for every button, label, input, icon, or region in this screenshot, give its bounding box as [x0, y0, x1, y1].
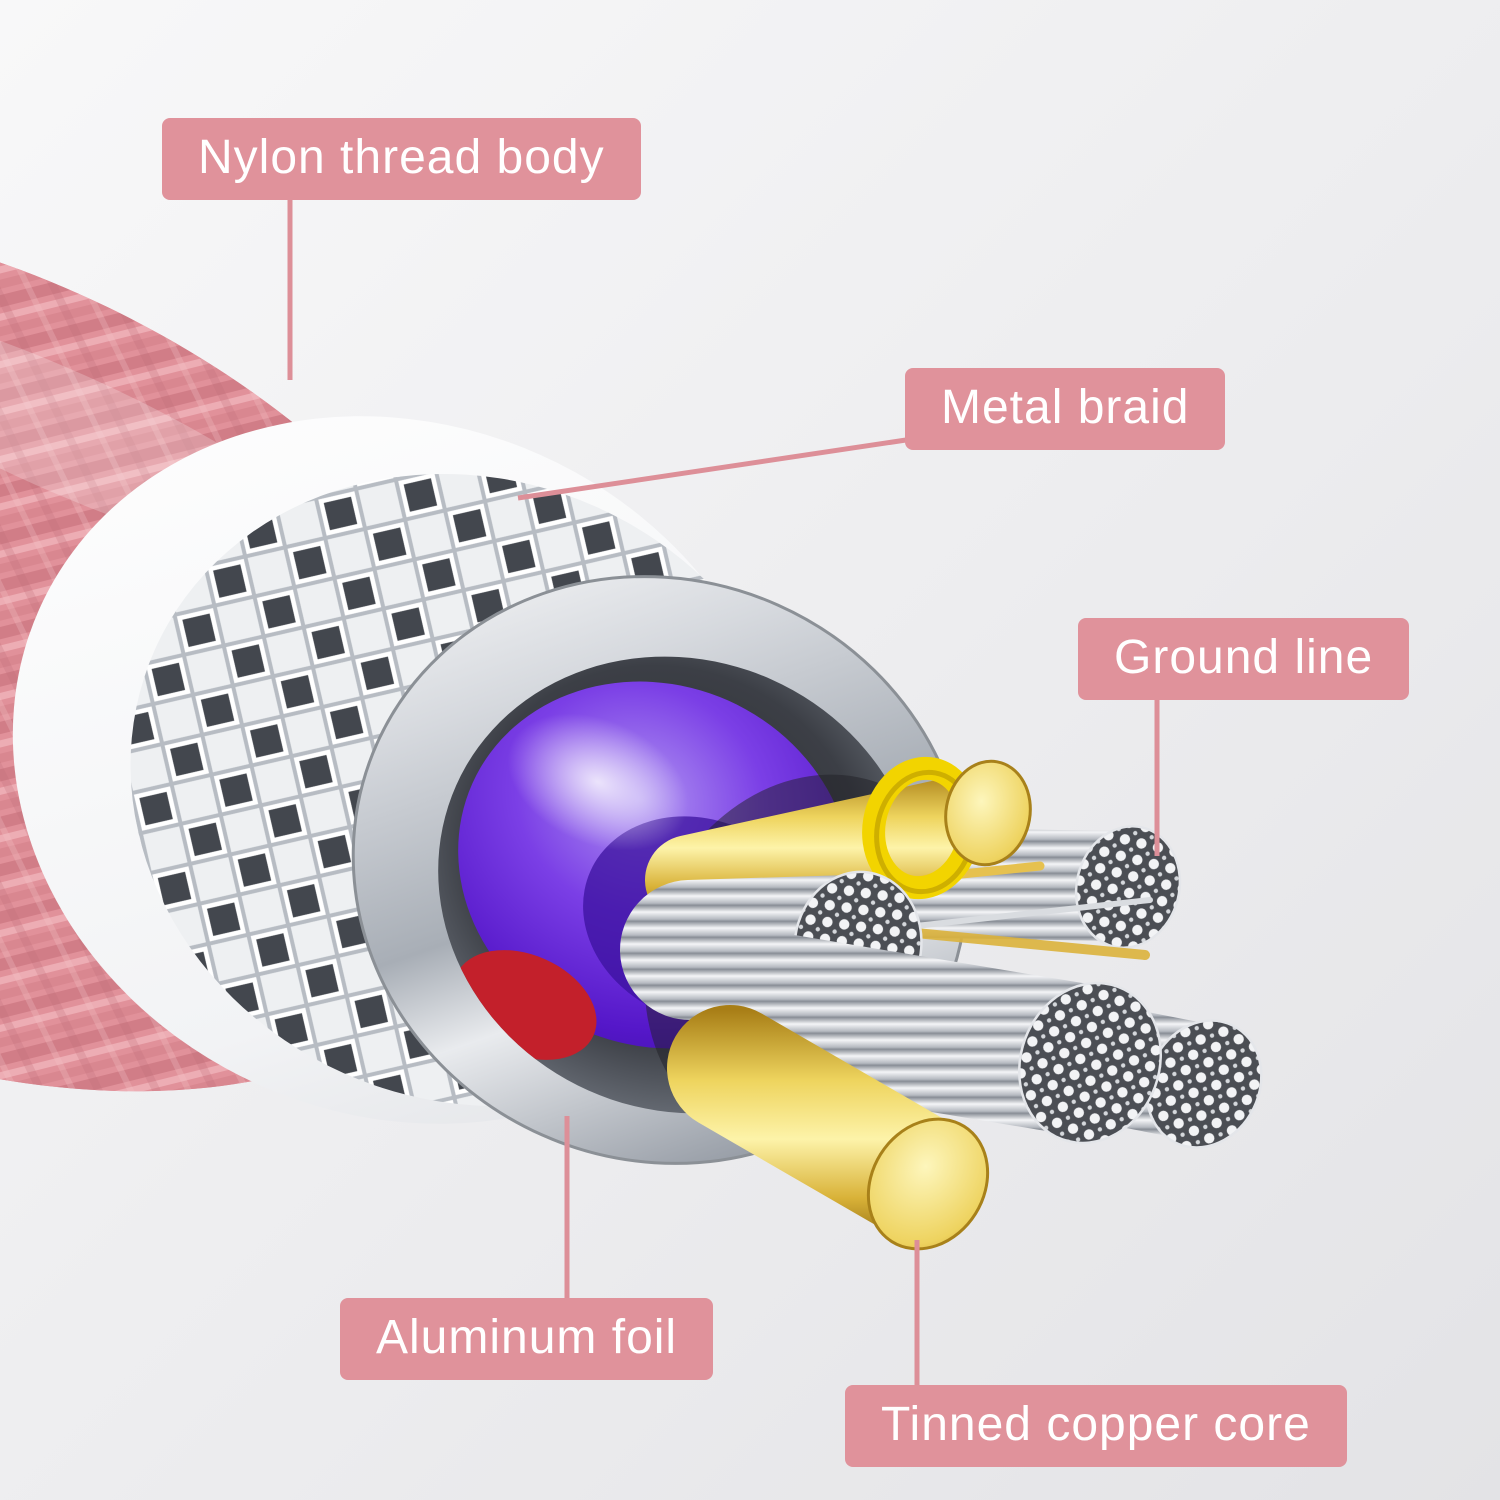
label-nylon-thread-body: Nylon thread body [162, 118, 641, 200]
label-aluminum-foil: Aluminum foil [340, 1298, 714, 1380]
label-ground-line: Ground line [1078, 618, 1410, 700]
leader-lines [287, 196, 1160, 1386]
gold-wire-bottom [667, 1005, 990, 1251]
leader-metal-braid [517, 437, 907, 501]
gold-wire-with-ring [645, 756, 1032, 925]
cable-illustration [0, 208, 1263, 1251]
purple-highlight [507, 713, 689, 851]
stranded-wire-big-right [694, 932, 1163, 1145]
label-tinned-copper-core: Tinned copper core [845, 1385, 1347, 1467]
wire-bundle [620, 756, 1263, 1251]
label-metal-braid: Metal braid [905, 368, 1226, 450]
